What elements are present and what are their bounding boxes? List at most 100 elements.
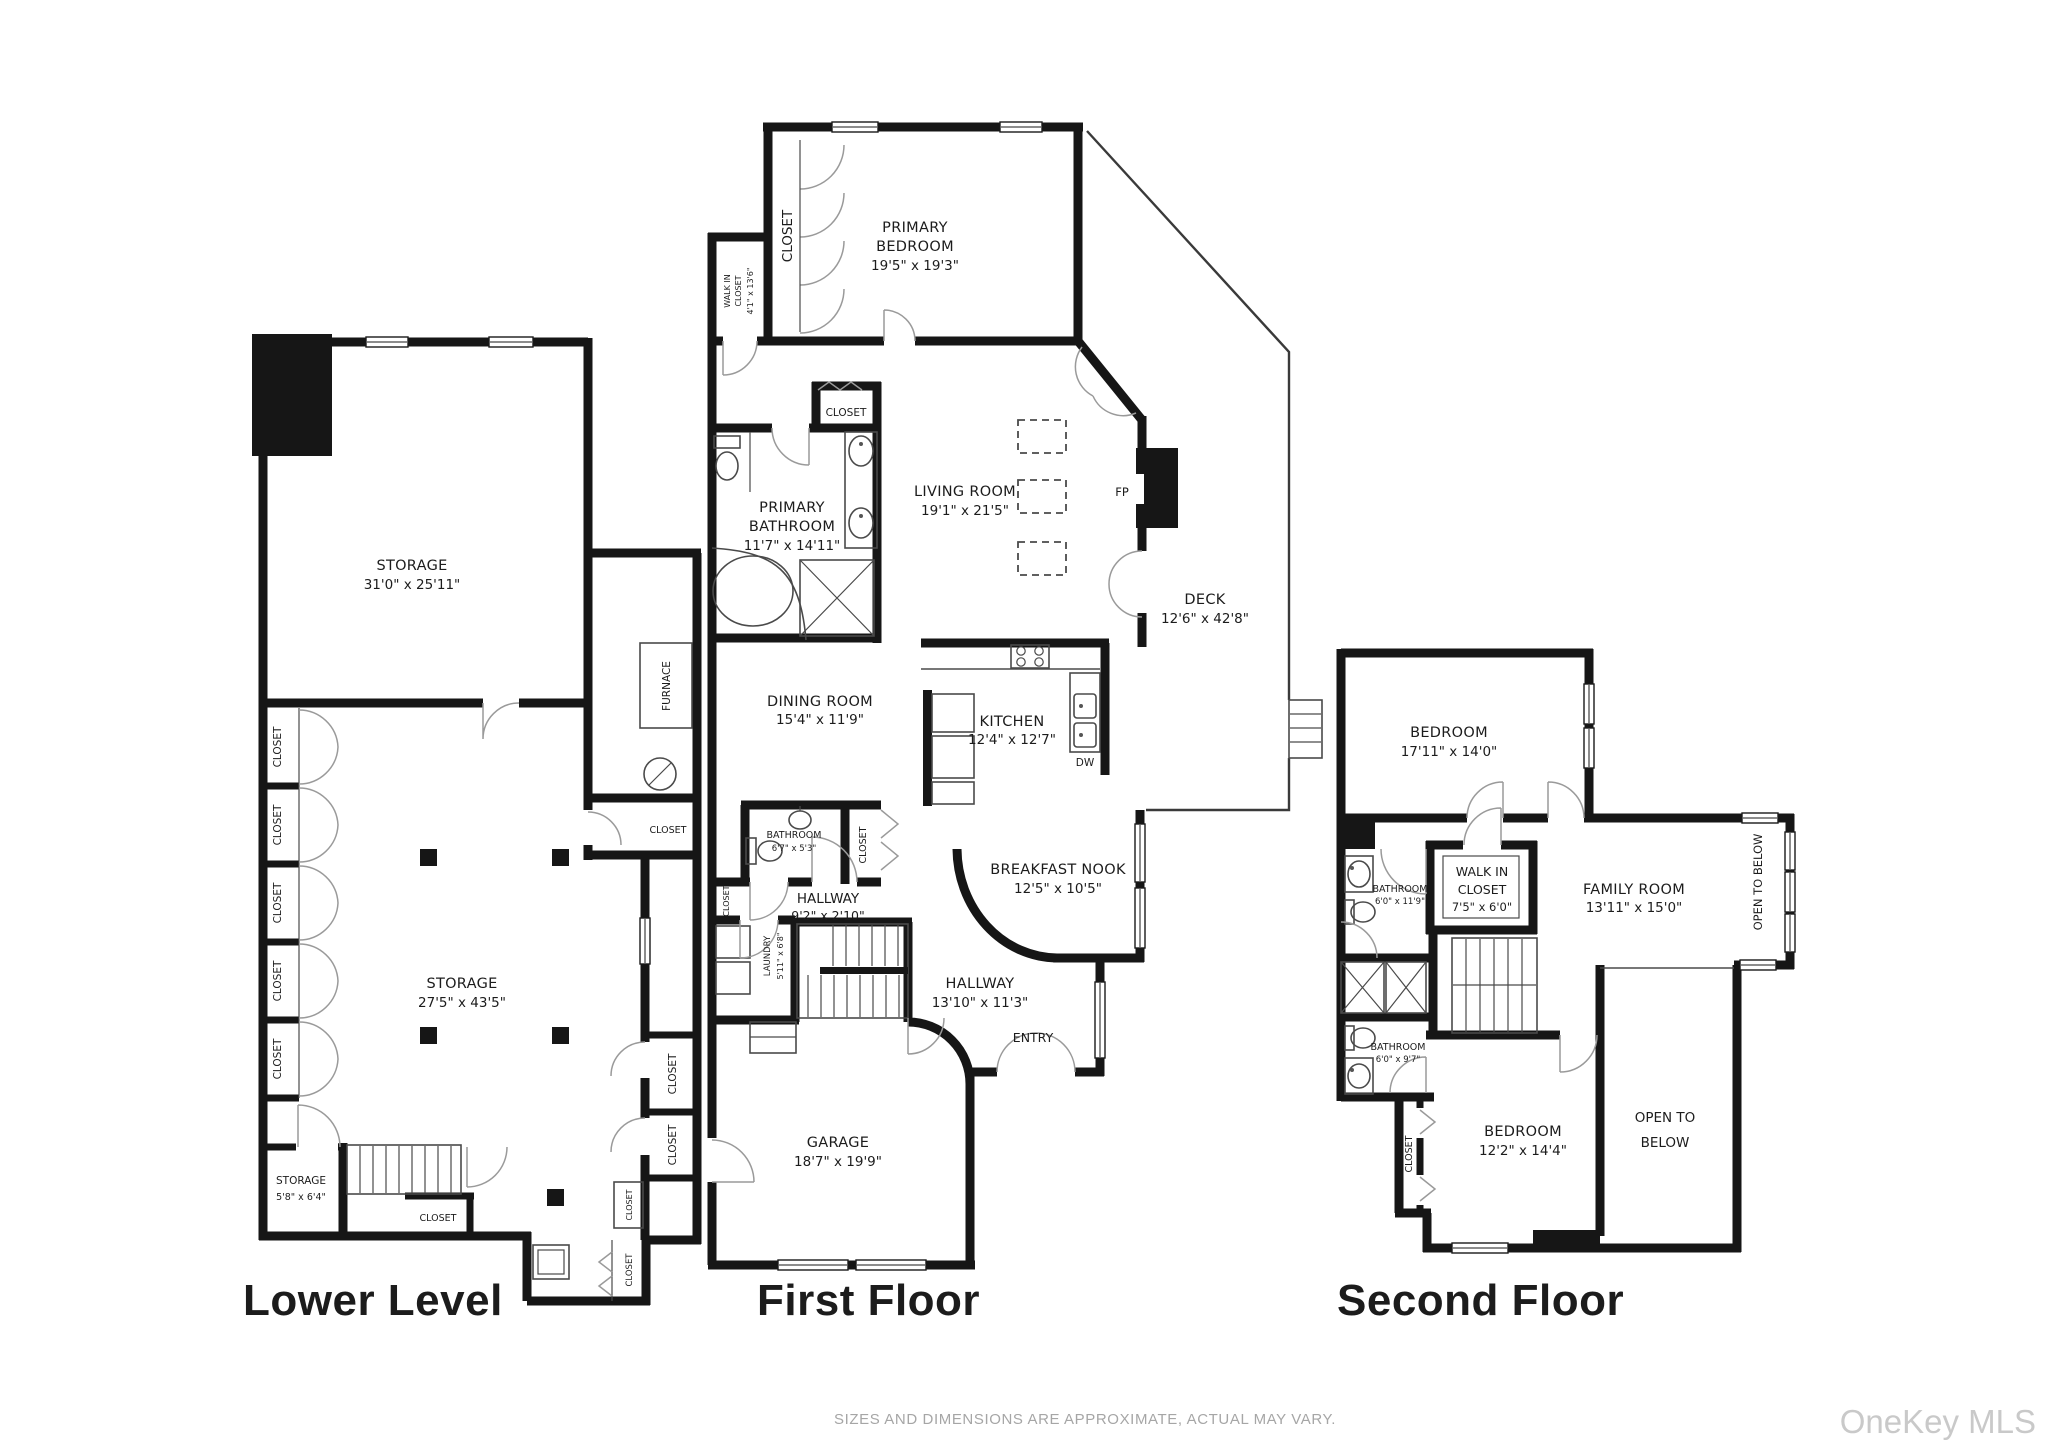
walkin2-name1: WALK IN [1456, 864, 1508, 879]
primary-bath-name1: PRIMARY [759, 500, 825, 516]
living-room-name: LIVING ROOM [914, 484, 1016, 500]
storage-main-name: STORAGE [426, 976, 497, 992]
family-room-name: FAMILY ROOM [1583, 882, 1685, 898]
hallway-main-name: HALLWAY [946, 976, 1015, 992]
laundry-fixtures [715, 925, 751, 995]
kitchen-dims: 12'4" x 12'7" [968, 732, 1056, 748]
primary-bath-dims: 11'7" x 14'11" [744, 538, 841, 554]
lower-partitions [259, 782, 701, 1240]
lower-labels: STORAGE 31'0" x 25'11" STORAGE 27'5" x 4… [243, 558, 687, 1325]
toilet [715, 451, 739, 481]
lower-windows [365, 336, 651, 965]
garage-dims: 18'7" x 19'9" [794, 1154, 882, 1170]
bathroom-upper-name: BATHROOM [1373, 884, 1428, 895]
bedroom-small-dims: 12'2" x 14'4" [1479, 1143, 1567, 1159]
sink [848, 435, 874, 467]
open-to-below-side: OPEN TO BELOW [1751, 834, 1765, 931]
closet-label: CLOSET [272, 804, 284, 845]
corner-block [1337, 818, 1375, 849]
vanity [1344, 1057, 1374, 1095]
sink [848, 507, 874, 539]
toilet-tank [713, 435, 741, 449]
closet-label: CLOSET [667, 1124, 679, 1165]
kitchen-name: KITCHEN [980, 714, 1045, 730]
lower-fixtures [298, 642, 693, 1301]
closet-label: CLOSET [272, 726, 284, 767]
hall-bathroom-fixtures [745, 806, 812, 865]
foundation-block [252, 334, 332, 456]
laundry-name: LAUNDRY [763, 935, 773, 976]
second-floor-plan: BEDROOM 17'11" x 14'0" BATHROOM 6'0" x 1… [1336, 648, 1796, 1325]
storage-upper-name: STORAGE [376, 558, 447, 574]
first-labels: CLOSET PRIMARY BEDROOM 19'5" x 19'3" WAL… [722, 209, 1249, 1325]
living-room-dims: 19'1" x 21'5" [921, 503, 1009, 519]
second-floor-title: Second Floor [1337, 1276, 1624, 1325]
vanity [844, 431, 878, 549]
second-windows [1451, 683, 1796, 1254]
family-room-dims: 13'11" x 15'0" [1586, 900, 1683, 916]
vanity [1344, 855, 1374, 893]
open-to-below-line1: OPEN TO [1635, 1110, 1696, 1126]
walkin-dims: 4'1" x 13'6" [746, 267, 755, 314]
first-stairs [749, 923, 909, 1054]
watermark: OneKey MLS [1840, 1403, 2036, 1440]
storage-main-dims: 27'5" x 43'5" [418, 995, 506, 1011]
closet-label: CLOSET [272, 960, 284, 1001]
kitchen-fixtures [921, 644, 1101, 806]
toilet-tank [745, 837, 757, 865]
disclaimer-text: SIZES AND DIMENSIONS ARE APPROXIMATE, AC… [834, 1411, 1336, 1428]
primary-bedroom-name2: BEDROOM [876, 239, 954, 255]
sink-counter [1069, 672, 1101, 753]
small-closet-box [613, 1181, 644, 1229]
closet-label: CLOSET [858, 826, 869, 863]
utility-box [532, 1244, 570, 1280]
island-wall [923, 690, 932, 806]
tub [712, 555, 794, 627]
bedroom-large-dims: 17'11" x 14'0" [1401, 744, 1498, 760]
first-floor-plan: CLOSET PRIMARY BEDROOM 19'5" x 19'3" WAL… [707, 121, 1323, 1325]
deck-name: DECK [1184, 592, 1225, 608]
dryer [715, 961, 751, 995]
laundry-dims: 5'11" x 6'8" [776, 932, 785, 979]
closet-label: CLOSET [625, 1189, 634, 1220]
living-room-skylights [1017, 419, 1067, 576]
primary-bathroom-fixtures [711, 431, 878, 641]
kitchen-sink [1073, 693, 1097, 719]
first-doors [711, 140, 1143, 1183]
closet-label: CLOSET [780, 209, 796, 262]
walkin-name2: CLOSET [734, 275, 743, 306]
lower-doors [297, 702, 646, 1297]
walkin2-name2: CLOSET [1458, 882, 1507, 897]
closet-label: CLOSET [420, 1213, 457, 1224]
bedroom-large-name: BEDROOM [1410, 725, 1488, 741]
hallway-small-name: HALLWAY [797, 891, 860, 907]
storage-small-dims: 5'8" x 6'4" [276, 1192, 326, 1203]
first-windows [777, 121, 1146, 1271]
lower-level-plan: STORAGE 31'0" x 25'11" STORAGE 27'5" x 4… [243, 334, 702, 1325]
sink [788, 810, 812, 830]
second-fixtures [1340, 855, 1520, 1095]
support-columns [420, 849, 569, 1206]
deck-stairs [1288, 699, 1323, 759]
second-labels: BEDROOM 17'11" x 14'0" BATHROOM 6'0" x 1… [1337, 725, 1765, 1325]
hallway-main-dims: 13'10" x 11'3" [932, 995, 1029, 1011]
toilet [757, 840, 783, 862]
lower-level-title: Lower Level [243, 1276, 503, 1325]
toilet [1350, 901, 1376, 923]
furnace-unit [639, 642, 693, 729]
entry-label: ENTRY [1013, 1030, 1054, 1045]
walkin2-dims: 7'5" x 6'0" [1452, 900, 1512, 914]
sink [1347, 1063, 1371, 1089]
walkin-name1: WALK IN [723, 274, 732, 308]
closet-label: CLOSET [667, 1053, 679, 1094]
washer [715, 925, 751, 959]
second-stairs [1451, 937, 1538, 1034]
bathroom-name: BATHROOM [767, 830, 822, 841]
dining-name: DINING ROOM [767, 694, 873, 710]
dishwasher-label: DW [1076, 757, 1095, 769]
closet-label: CLOSET [272, 1038, 284, 1079]
fireplace-label: FP [1115, 485, 1129, 499]
primary-bedroom-dims: 19'5" x 19'3" [871, 258, 959, 274]
